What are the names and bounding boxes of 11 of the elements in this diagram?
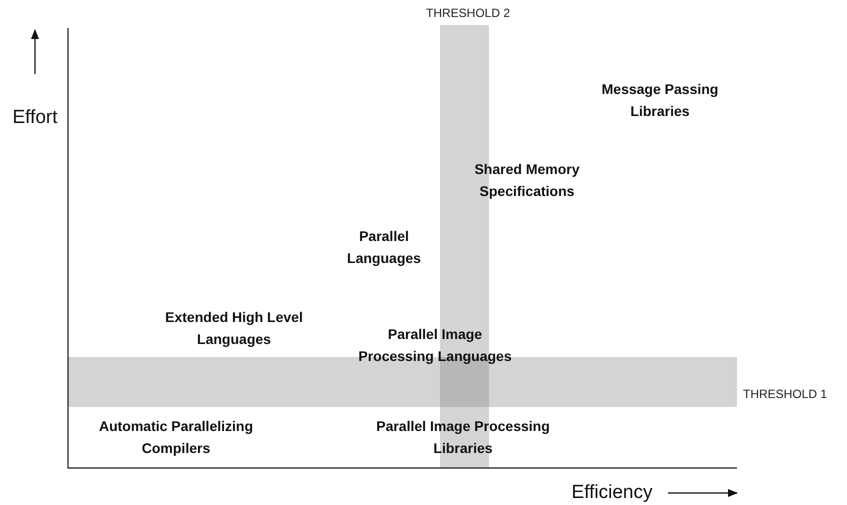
axis-label: Efficiency — [572, 482, 652, 504]
category-label: Extended High Level Languages — [164, 308, 304, 349]
category-label: Shared Memory Specifications — [473, 160, 581, 201]
category-label: Parallel Image Processing Libraries — [376, 417, 550, 458]
category-label: Automatic Parallelizing Compilers — [98, 417, 254, 458]
category-label: Parallel Languages — [346, 227, 422, 268]
category-label: Parallel Image Processing Languages — [357, 325, 513, 366]
threshold-label: THRESHOLD 2 — [426, 6, 510, 20]
axis-label: Effort — [12, 107, 58, 129]
threshold-label: THRESHOLD 1 — [743, 387, 828, 401]
category-label: Message Passing Libraries — [600, 80, 720, 121]
